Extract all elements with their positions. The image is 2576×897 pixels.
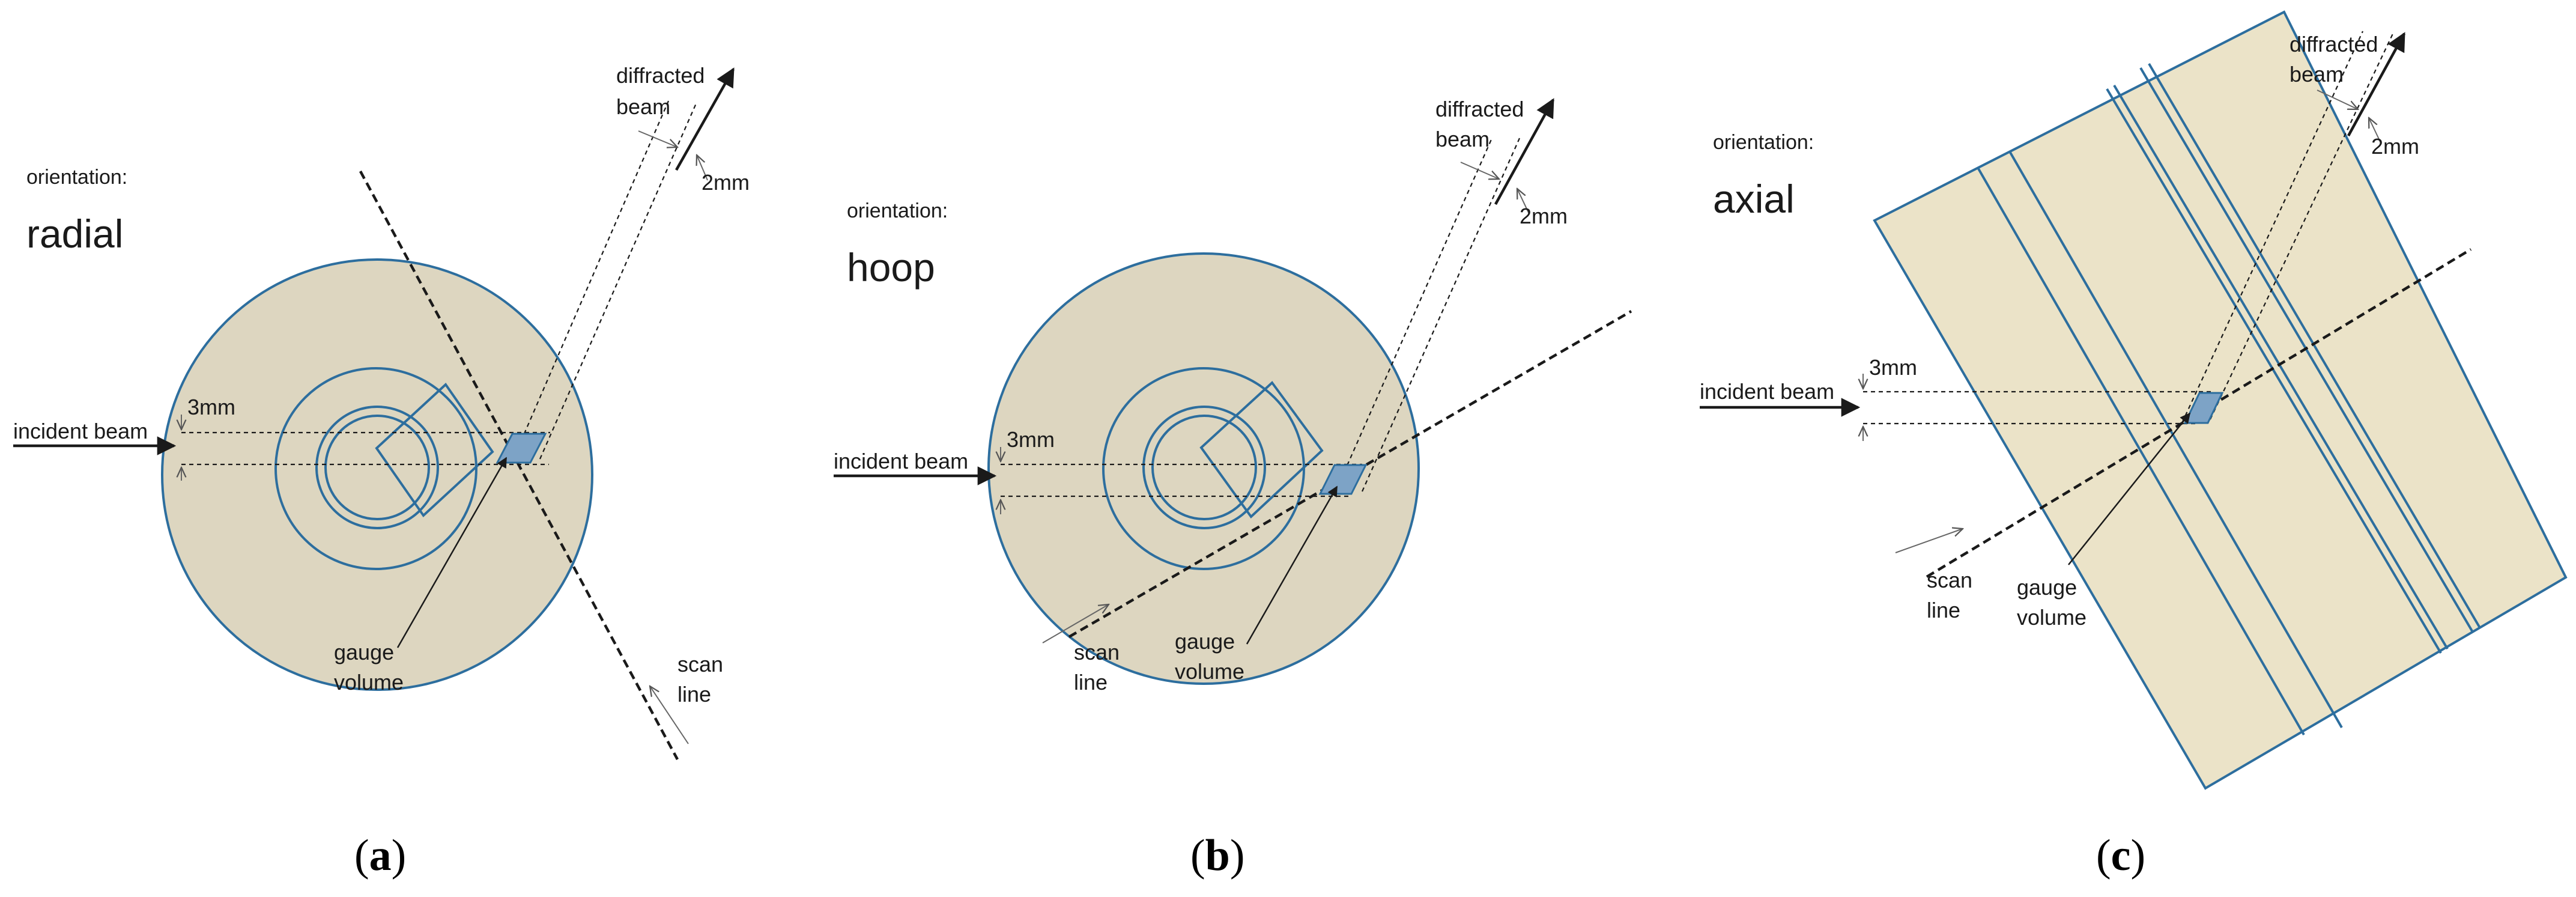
dim-2mm-label: 2mm xyxy=(2371,134,2419,159)
gauge-volume-label-2: volume xyxy=(334,670,404,695)
panel-a: orientation: radial incident beam 3mm 2mm dif… xyxy=(13,63,750,761)
sample-disc xyxy=(161,258,593,691)
dim-3mm-label: 3mm xyxy=(187,395,235,419)
scan-line-leader xyxy=(1895,529,1963,553)
diffracted-beam-label-1: diffracted xyxy=(1435,97,1524,121)
diffracted-edge-right xyxy=(539,102,698,460)
scan-line-label-2: line xyxy=(1074,670,1108,695)
caption-close: ) xyxy=(392,831,407,880)
gauge-volume-leader xyxy=(2068,412,2191,565)
diffracted-edge-right xyxy=(2210,31,2395,420)
scan-line-label-2: line xyxy=(677,682,711,707)
diffracted-beam-arrow xyxy=(2347,32,2405,137)
diffracted-edge-left xyxy=(511,100,670,463)
scan-line-label-1: scan xyxy=(677,652,723,677)
diffracted-beam-arrow xyxy=(1494,98,1554,205)
caption-close: ) xyxy=(1230,831,1245,880)
panel-b: orientation: hoop incident beam 3mm 2mm diffr… xyxy=(834,97,1632,695)
gauge-volume-label-1: gauge xyxy=(2017,575,2077,600)
dim-2mm-tick-left xyxy=(1460,162,1499,179)
dim-3mm-label: 3mm xyxy=(1869,355,1917,380)
scan-line-label-1: scan xyxy=(1074,640,1120,664)
tilted-square xyxy=(1199,381,1324,519)
caption-open: ( xyxy=(2096,831,2111,880)
dim-2mm-label: 2mm xyxy=(702,170,750,195)
dim-3mm-label: 3mm xyxy=(1007,427,1055,452)
scan-line xyxy=(359,170,679,761)
diffracted-beam-label-2: beam xyxy=(616,94,670,119)
orientation-value: radial xyxy=(26,211,123,256)
orientation-value: axial xyxy=(1713,177,1795,221)
dim-2mm-tick-right xyxy=(2369,118,2381,144)
caption-letter: a xyxy=(369,831,392,880)
diffracted-edge-left xyxy=(1333,138,1493,494)
incident-beam-label: incident beam xyxy=(1700,379,1834,404)
bore-outer-circle xyxy=(1142,406,1266,529)
diffracted-beam-label-1: diffracted xyxy=(616,63,705,88)
scan-line-label-1: scan xyxy=(1927,568,1972,592)
bore-inner-circle xyxy=(324,415,430,520)
scan-line-label-2: line xyxy=(1927,598,1960,622)
sample-slab xyxy=(1873,10,2568,790)
incident-beam-label: incident beam xyxy=(834,449,968,473)
orientation-label: orientation: xyxy=(26,166,127,189)
orientation-value: hoop xyxy=(847,245,935,290)
diffracted-beam-arrow xyxy=(675,67,735,171)
gauge-volume-label-2: volume xyxy=(1175,659,1244,684)
slab-line-5 xyxy=(2139,67,2474,633)
diffracted-edge-left xyxy=(2181,31,2363,424)
gauge-volume-shape xyxy=(496,433,547,464)
slab-line-6 xyxy=(2148,62,2481,629)
bore-outer-circle xyxy=(315,406,439,529)
dim-2mm-tick-left xyxy=(2317,90,2358,109)
dim-2mm-tick-right xyxy=(1517,189,1530,214)
slab-line-3 xyxy=(2106,88,2442,654)
diffracted-edge-right xyxy=(1361,138,1521,492)
tilted-square xyxy=(375,382,494,518)
dim-2mm-tick-right xyxy=(697,155,708,181)
gauge-volume-label-2: volume xyxy=(2017,605,2087,630)
caption-open: ( xyxy=(1190,831,1205,880)
panel-caption-c: (c) xyxy=(2096,831,2145,880)
orientation-label: orientation: xyxy=(1713,131,1814,154)
slab-line-1 xyxy=(1977,167,2305,735)
caption-close: ) xyxy=(2131,831,2146,880)
diffracted-beam-label-2: beam xyxy=(1435,127,1490,151)
slab-line-4 xyxy=(2113,84,2449,650)
diffracted-beam-label-2: beam xyxy=(2290,62,2344,87)
caption-letter: c xyxy=(2111,831,2131,880)
bore-inner-circle xyxy=(1151,415,1257,520)
inner-ring xyxy=(274,367,477,570)
dim-2mm-tick-left xyxy=(638,130,677,147)
scan-line-leader xyxy=(650,686,689,744)
caption-open: ( xyxy=(354,831,369,880)
panel-c: orientation: axial incident beam 3mm 2mm diff… xyxy=(1700,10,2568,790)
orientation-label: orientation: xyxy=(847,199,948,222)
gauge-volume-leader xyxy=(1246,485,1338,645)
slab-line-2 xyxy=(2008,151,2343,728)
incident-beam-label: incident beam xyxy=(13,419,148,443)
gauge-volume-leader xyxy=(396,457,508,648)
dim-2mm-label: 2mm xyxy=(1520,204,1568,228)
diffracted-beam-label-1: diffracted xyxy=(2290,32,2378,56)
panel-caption-a: (a) xyxy=(354,831,406,880)
gauge-volume-label-1: gauge xyxy=(1175,629,1235,654)
gauge-volume-label-1: gauge xyxy=(334,640,394,664)
scan-line-leader xyxy=(1042,604,1109,643)
caption-letter: b xyxy=(1205,831,1230,880)
panel-caption-b: (b) xyxy=(1190,831,1244,880)
